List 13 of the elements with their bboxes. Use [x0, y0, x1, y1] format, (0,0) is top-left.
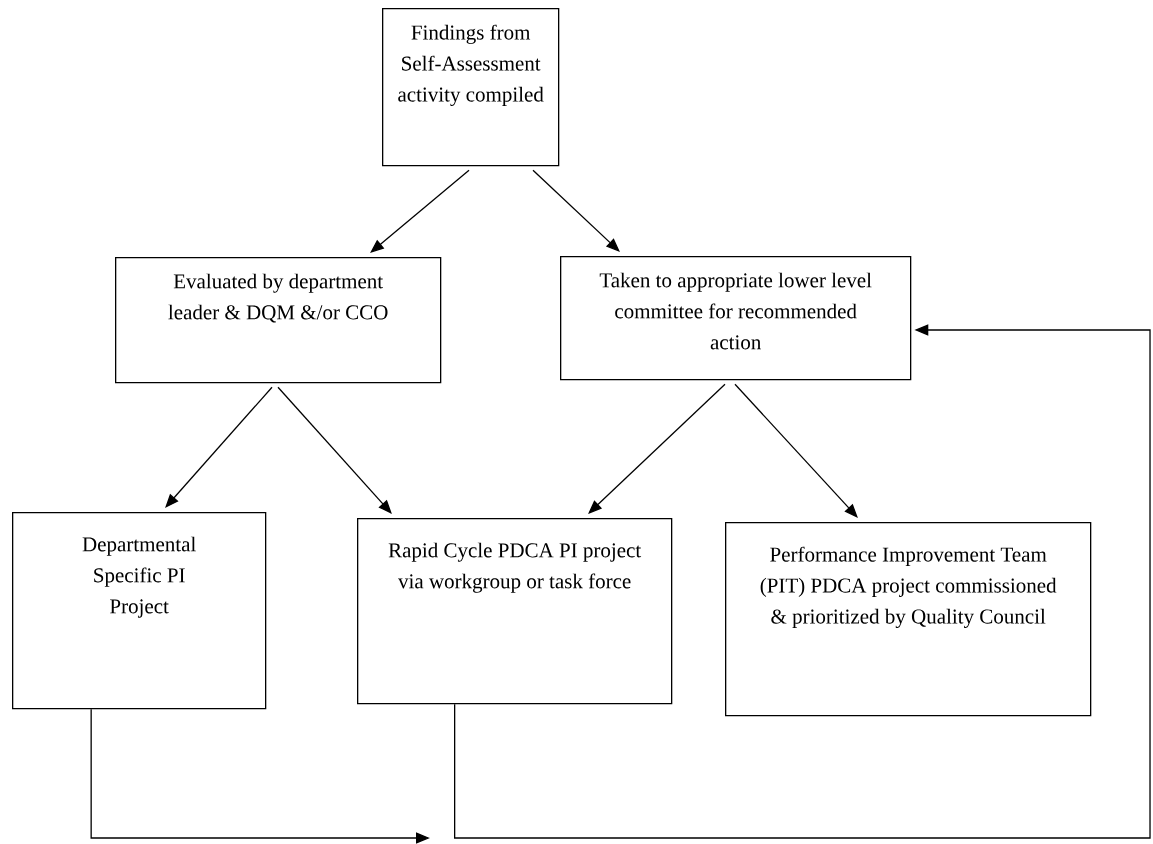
process-box: Rapid Cycle PDCA PI project via workgroup or task force [357, 518, 673, 705]
process-box: Evaluated by department leader & DQM &/or CCO [115, 257, 442, 384]
arrow [277, 386, 392, 514]
arrow [588, 383, 726, 514]
process-box: Findings from Self-Assessment activity compiled [382, 8, 560, 167]
process-box: Taken to appropriate lower level committee for recommended action [560, 256, 912, 381]
process-box: Performance Improvement Team (PIT) PDCA project commissioned & prioritized by Quality Council [725, 522, 1092, 717]
arrow [734, 383, 858, 518]
process-box: Departmental Specific PI Project [12, 512, 267, 710]
arrow [454, 324, 1151, 839]
arrow [165, 386, 273, 508]
arrow [532, 169, 620, 252]
arrow [370, 169, 470, 253]
